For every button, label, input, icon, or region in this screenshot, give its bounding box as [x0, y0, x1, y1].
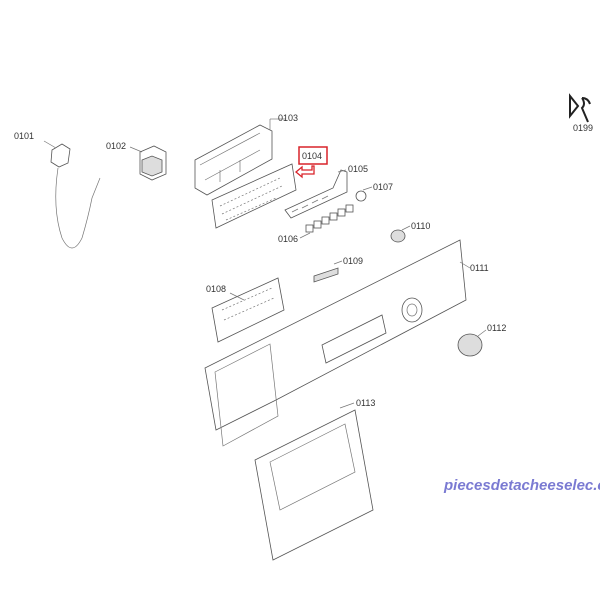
part-0110-selector-knob[interactable] [390, 225, 411, 243]
highlight-box-0104 [298, 146, 328, 165]
label-0105: 0105 [348, 164, 368, 174]
label-0111: 0111 [470, 263, 489, 273]
label-0104: 0104 [302, 151, 322, 161]
label-0108: 0108 [206, 284, 226, 294]
part-0113-drawer-front[interactable] [254, 402, 374, 561]
tools-icon [569, 93, 591, 123]
label-0112: 0112 [487, 323, 506, 333]
label-0109: 0109 [343, 256, 363, 266]
arrow-icon [294, 165, 315, 179]
label-0199: 0199 [573, 123, 593, 133]
part-0108-display-pcb[interactable] [211, 277, 285, 343]
part-0102-filter[interactable] [129, 145, 167, 181]
label-0101: 0101 [14, 131, 34, 141]
part-0106-buttons[interactable] [299, 204, 354, 239]
part-0104-control-pcb[interactable] [211, 163, 297, 229]
part-0101-power-cord[interactable] [43, 140, 101, 249]
label-0102: 0102 [106, 141, 126, 151]
part-0103-module-housing[interactable] [194, 118, 286, 196]
part-0107-button[interactable] [355, 186, 373, 202]
part-0109-display-window[interactable] [313, 260, 343, 283]
watermark: piecesdetacheeselec.com [443, 477, 600, 494]
part-0111-control-panel[interactable] [204, 239, 471, 447]
part-0105-button-carrier[interactable] [284, 169, 348, 219]
part-0112-knob[interactable] [457, 329, 487, 357]
label-0106: 0106 [278, 234, 298, 244]
label-0110: 0110 [411, 221, 430, 231]
label-0107: 0107 [373, 182, 393, 192]
label-0113: 0113 [356, 398, 375, 408]
label-0103: 0103 [278, 113, 298, 123]
